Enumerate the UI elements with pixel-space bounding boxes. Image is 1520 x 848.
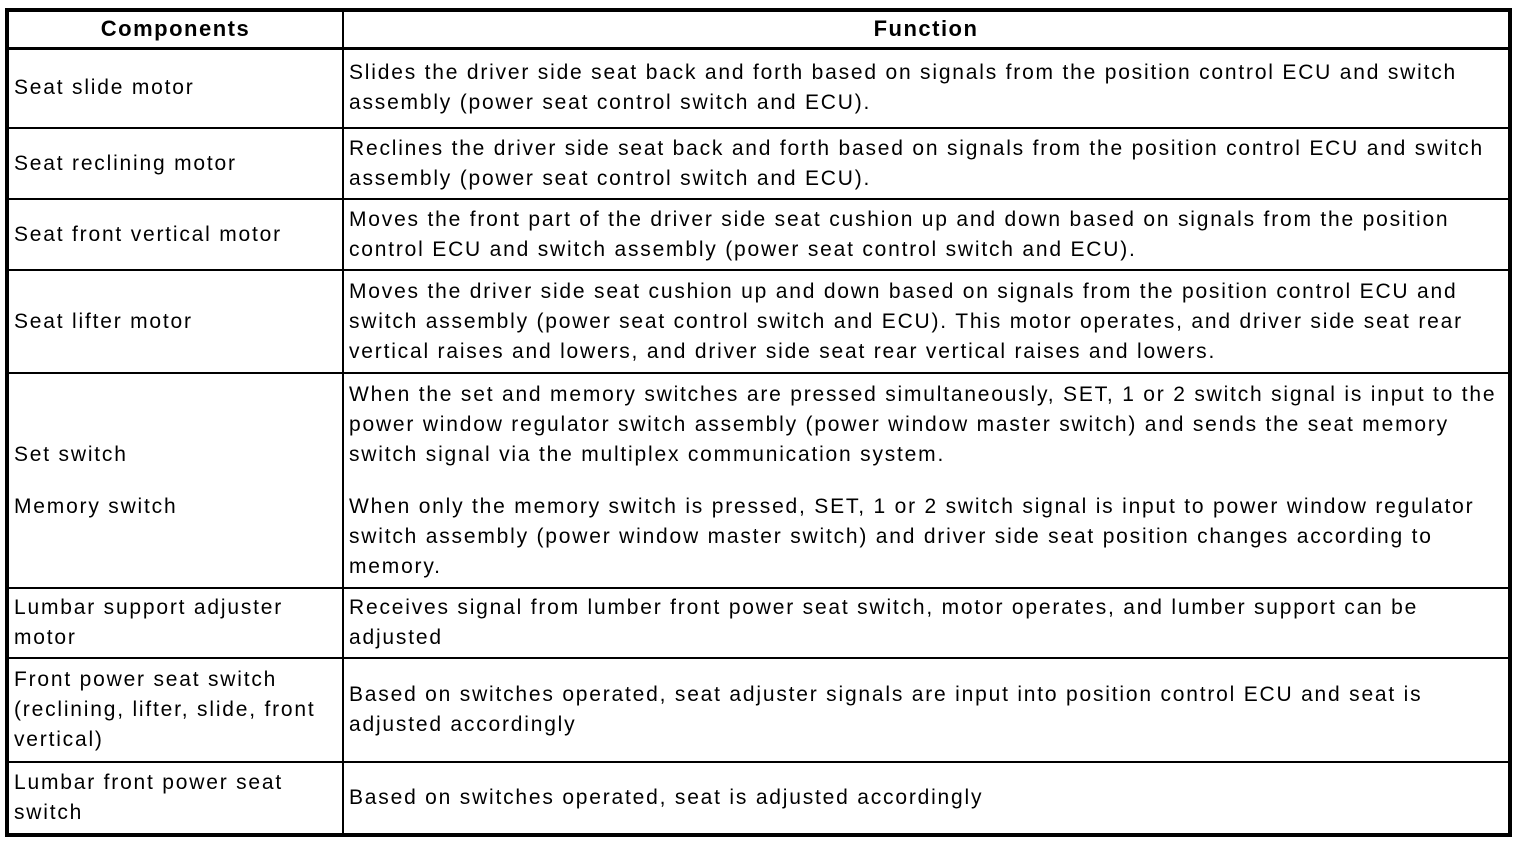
table-body: Seat slide motor Slides the driver side s… — [6, 47, 1511, 836]
function-cell: When the set and memory switches are pre… — [342, 372, 1511, 589]
component-text: Front power seat switch (reclining, lift… — [14, 668, 316, 751]
function-cell: Based on switches operated, seat is adju… — [342, 761, 1511, 836]
component-text: Seat front vertical motor — [14, 222, 282, 246]
table-row: Seat front vertical motor Moves the front… — [6, 198, 1511, 271]
component-text: Seat slide motor — [14, 76, 195, 100]
component-cell: Seat lifter motor — [6, 269, 344, 374]
function-text: Moves the front part of the driver side … — [349, 207, 1450, 261]
function-cell: Moves the front part of the driver side … — [342, 198, 1511, 271]
component-text: Lumbar front power seat switch — [14, 771, 284, 824]
components-function-table: Components Function Seat slide motor Slid… — [5, 8, 1512, 837]
table-row: Seat slide motor Slides the driver side s… — [6, 47, 1511, 129]
column-header-function: Function — [342, 9, 1511, 50]
function-text: When only the memory switch is pressed, … — [349, 494, 1475, 578]
function-text: Based on switches operated, seat adjuste… — [349, 683, 1423, 736]
table-row: Lumbar front power seat switch Based on s… — [6, 761, 1511, 836]
table-row: Lumbar support adjuster motor Receives si… — [6, 587, 1511, 659]
function-text: Based on switches operated, seat is adju… — [349, 786, 984, 809]
function-cell: Reclines the driver side seat back and f… — [342, 127, 1511, 200]
component-text: Seat reclining motor — [14, 151, 237, 175]
component-text: Set switch — [14, 442, 128, 466]
function-text: When the set and memory switches are pre… — [349, 382, 1497, 466]
function-cell: Receives signal from lumber front power … — [342, 587, 1511, 659]
table-row: Seat reclining motor Reclines the driver … — [6, 127, 1511, 200]
component-cell: Front power seat switch (reclining, lift… — [6, 657, 344, 763]
function-text: Receives signal from lumber front power … — [349, 596, 1419, 649]
component-cell: Lumbar front power seat switch — [6, 761, 344, 836]
function-text: Slides the driver side seat back and for… — [349, 61, 1457, 115]
component-text: Seat lifter motor — [14, 309, 193, 333]
component-cell: Lumbar support adjuster motor — [6, 587, 344, 659]
table-row: Seat lifter motor Moves the driver side s… — [6, 269, 1511, 374]
component-cell: Seat reclining motor — [6, 127, 344, 200]
function-cell: Slides the driver side seat back and for… — [342, 47, 1511, 129]
component-cell: Seat front vertical motor — [6, 198, 344, 271]
header-row: Components Function — [6, 9, 1511, 50]
table-row: Front power seat switch (reclining, lift… — [6, 657, 1511, 763]
function-text: Reclines the driver side seat back and f… — [349, 136, 1484, 190]
function-cell: Moves the driver side seat cushion up an… — [342, 269, 1511, 374]
column-header-components: Components — [6, 9, 344, 50]
component-text: Lumbar support adjuster motor — [14, 596, 284, 649]
component-text: Memory switch — [14, 494, 178, 518]
function-cell: Based on switches operated, seat adjuste… — [342, 657, 1511, 763]
component-cell: Seat slide motor — [6, 47, 344, 129]
function-text: Moves the driver side seat cushion up an… — [349, 279, 1463, 363]
